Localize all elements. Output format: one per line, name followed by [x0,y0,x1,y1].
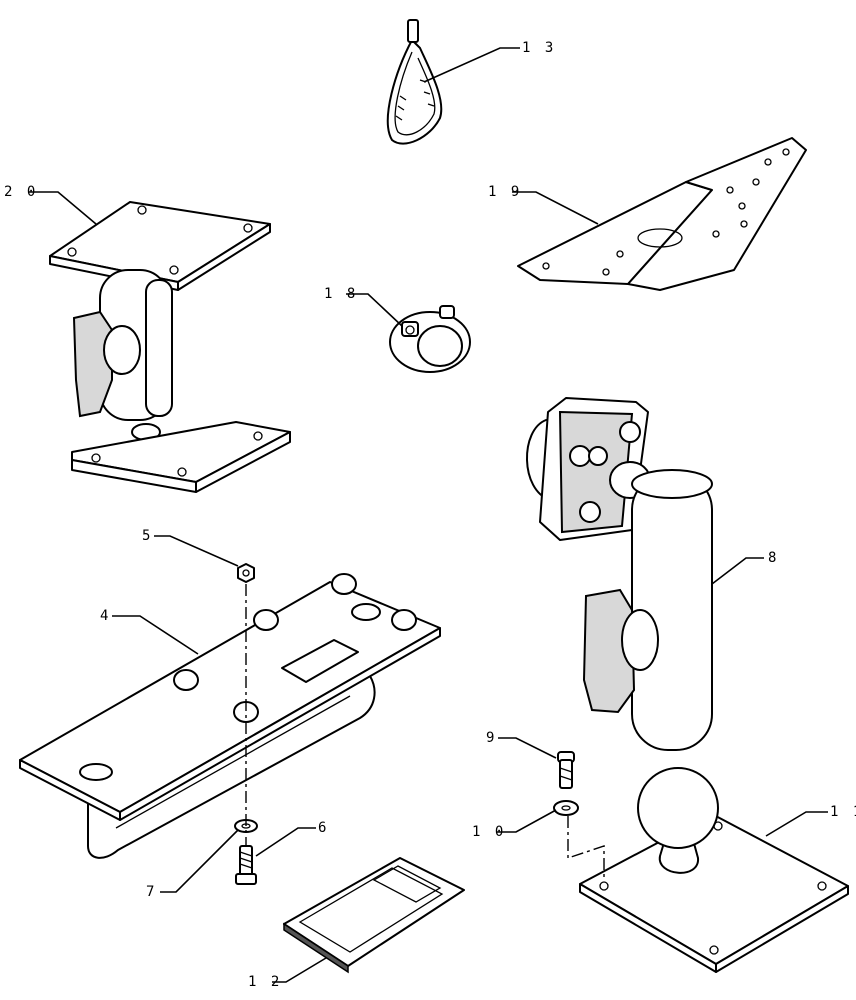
callout-6: 6 [318,820,329,836]
leader-8 [711,557,764,585]
part-12-card [283,857,465,974]
part-9-screw [557,751,575,789]
leader-20 [28,191,97,225]
callout-9: 9 [486,730,497,746]
part-11-ball-base [579,767,849,973]
leader-13 [423,47,520,83]
part-4-base-plate [19,573,441,859]
callout-10: 1 0 [472,824,506,840]
leader-6 [255,827,316,857]
callout-7: 7 [146,884,157,900]
part-6-bolt [235,845,257,885]
leader-11 [765,811,828,837]
part-18-collar-clamp [389,305,471,373]
leader-12 [272,957,327,983]
callout-4: 4 [100,608,111,624]
leader-7 [160,829,239,893]
callout-19: 1 9 [488,184,522,200]
leader-18 [346,293,403,327]
callout-18: 1 8 [324,286,358,302]
leader-9 [498,737,557,759]
part-19-angled-bracket [517,137,807,291]
part-13-cable-tie [386,19,443,145]
callout-11: 1 1 [830,804,856,820]
part-10-washer [553,800,579,816]
assembly-line-screw-to-base [567,816,605,880]
part-5-nut [237,563,255,583]
callout-12: 1 2 [248,974,282,990]
callout-5: 5 [142,528,153,544]
callout-8: 8 [768,550,779,566]
leader-5 [154,535,239,567]
part-8-swivel-arm [526,397,713,751]
leader-4 [112,615,199,655]
part-20-dual-plate-mount [49,201,291,493]
leader-19 [512,191,599,225]
leader-10 [496,809,557,833]
callout-20: 2 0 [4,184,38,200]
callout-13: 1 3 [522,40,556,56]
